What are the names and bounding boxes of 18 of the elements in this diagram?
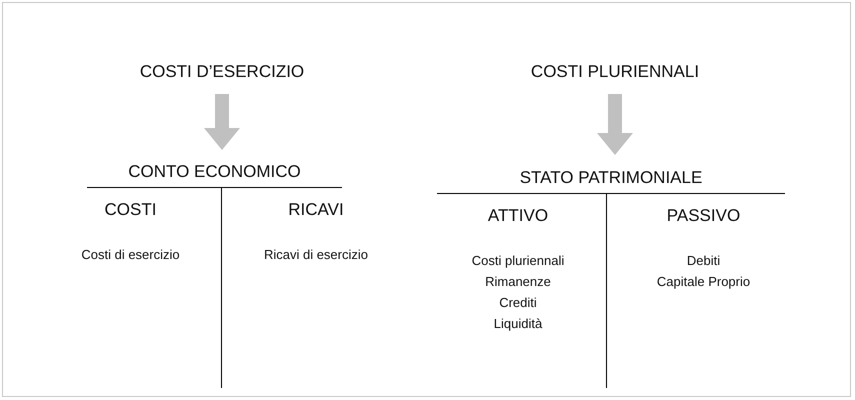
entry-text: Ricavi di esercizio: [262, 246, 370, 264]
column-heading: ATTIVO: [488, 206, 548, 226]
account-title: CONTO ECONOMICO: [87, 150, 342, 188]
account-title: STATO PATRIMONIALE: [437, 155, 785, 194]
entry-text: Capitale Proprio: [656, 273, 752, 291]
entry-text: Costi di esercizio: [80, 246, 181, 264]
column-heading: PASSIVO: [666, 206, 740, 226]
heading-text: COSTI PLURIENNALI: [515, 62, 715, 86]
entry-text: Rimanenze: [484, 273, 552, 291]
column-heading: COSTI: [104, 200, 156, 220]
block-arrow: [597, 94, 633, 155]
heading-text: COSTI D’ESERCIZIO: [122, 62, 322, 86]
column-heading: RICAVI: [288, 200, 344, 220]
entry-text: Liquidità: [492, 315, 544, 333]
block-arrow: [204, 94, 240, 150]
entry-text: Crediti: [498, 294, 538, 312]
entry-text: Debiti: [686, 252, 722, 270]
entry-text: Costi pluriennali: [470, 252, 566, 270]
